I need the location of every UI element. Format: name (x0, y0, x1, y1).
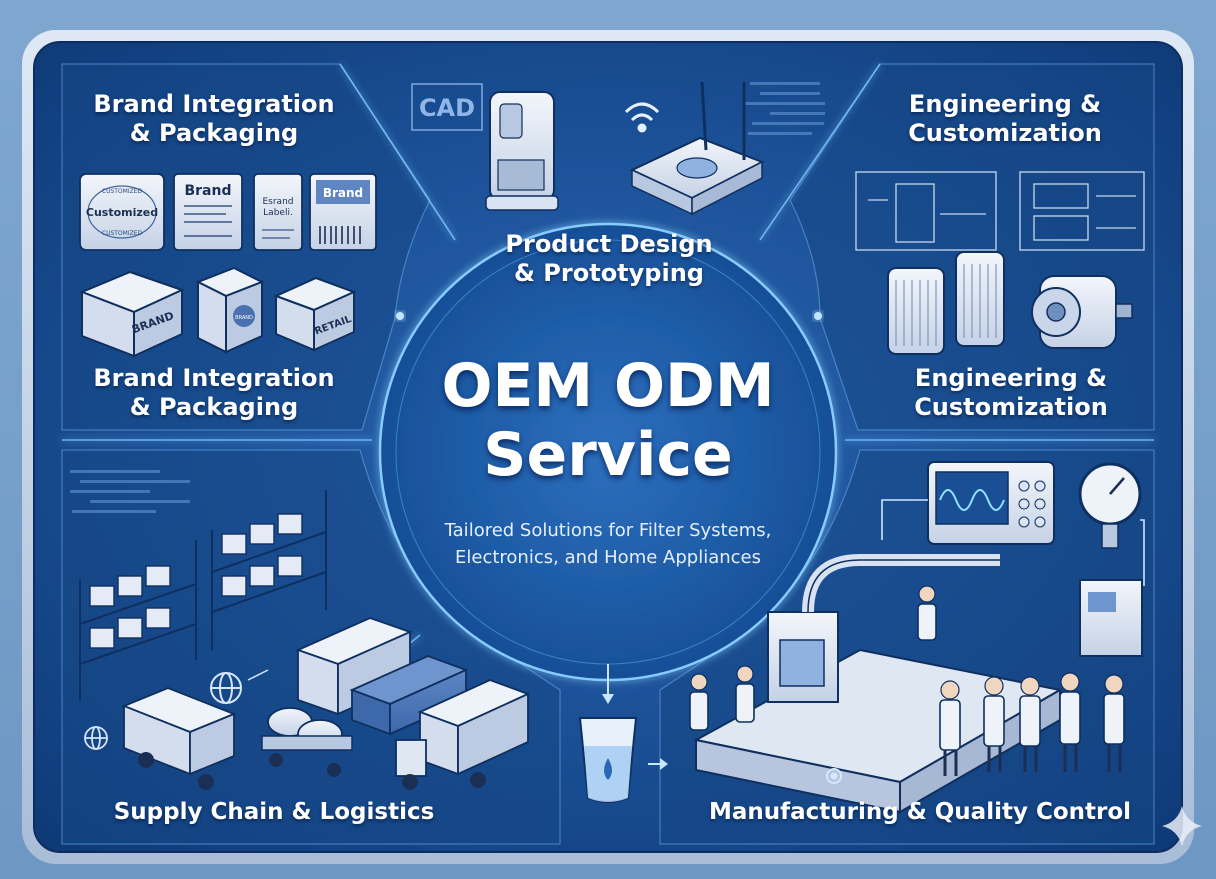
label-product-design: Product Design & Prototyping (468, 230, 750, 289)
svg-text:Brand: Brand (323, 186, 363, 200)
cad-sketch: CAD (411, 83, 483, 131)
arrow-connector (881, 499, 1145, 586)
label-engineering-top: Engineering & Customization (870, 90, 1140, 149)
globe-icon (210, 669, 269, 704)
svg-text:Labeli.: Labeli. (263, 208, 293, 218)
svg-text:Brand: Brand (184, 183, 231, 199)
svg-text:Customized: Customized (86, 206, 158, 219)
label-engineering-bottom: Engineering & Customization (876, 364, 1146, 423)
label-supply-chain: Supply Chain & Logistics (90, 798, 458, 826)
svg-text:Esrand: Esrand (262, 197, 293, 207)
node-dot (396, 312, 404, 320)
wifi-icon (624, 102, 660, 133)
shipping-containers (295, 617, 469, 736)
brand-label-cards: CUSTOMIZED Customized CUSTOMIZED Brand E… (79, 173, 377, 251)
truck-icon (121, 687, 237, 790)
tanker-truck-icon (261, 707, 353, 777)
svg-text:CAD: CAD (419, 94, 475, 122)
worker-figures (689, 585, 1125, 776)
motor-icon (1031, 275, 1133, 349)
title-line: OEM ODM (441, 351, 775, 421)
label-line: Engineering & (914, 364, 1108, 392)
label-line: Product Design (505, 230, 713, 258)
label-line: Brand Integration (93, 90, 335, 118)
router-icon (629, 81, 765, 216)
label-line: Manufacturing & Quality Control (708, 799, 1132, 825)
title-line: Service (483, 420, 733, 490)
pressure-gauge-icon (1078, 462, 1142, 549)
label-brand-bottom: Brand Integration & Packaging (74, 364, 354, 423)
filter-cartridge-icon (887, 251, 1005, 355)
label-line: & Prototyping (514, 259, 704, 288)
subtitle: Tailored Solutions for Filter Systems, E… (380, 517, 836, 571)
gear-icon (826, 768, 842, 784)
engineering-schematic (855, 171, 1145, 251)
page-title: OEM ODM Service (350, 352, 866, 490)
packaging-boxes: BRAND BRAND RETAIL (79, 266, 357, 358)
sparkle-icon (1162, 806, 1202, 846)
label-line: & Packaging (129, 393, 299, 422)
label-line: Engineering & (908, 90, 1102, 118)
globe-icon (84, 726, 108, 750)
water-dispenser-icon (485, 91, 559, 211)
svg-text:CUSTOMIZED: CUSTOMIZED (102, 230, 143, 237)
oscilloscope-icon (927, 461, 1055, 545)
label-line: Supply Chain & Logistics (113, 799, 435, 825)
label-line: Customization (914, 393, 1108, 422)
label-brand-top: Brand Integration & Packaging (74, 90, 354, 149)
truck-icon (395, 679, 531, 790)
svg-text:CUSTOMIZED: CUSTOMIZED (102, 188, 143, 195)
water-glass-icon (578, 664, 668, 803)
warehouse-shelves (79, 490, 327, 700)
svg-text:BRAND: BRAND (235, 315, 253, 321)
subtitle-line: Electronics, and Home Appliances (455, 547, 761, 568)
node-dot (814, 312, 822, 320)
subtitle-line: Tailored Solutions for Filter Systems, (444, 520, 772, 541)
label-line: & Packaging (129, 119, 299, 148)
label-line: Customization (908, 119, 1102, 148)
label-line: Brand Integration (93, 364, 335, 392)
label-manufacturing: Manufacturing & Quality Control (700, 798, 1140, 826)
